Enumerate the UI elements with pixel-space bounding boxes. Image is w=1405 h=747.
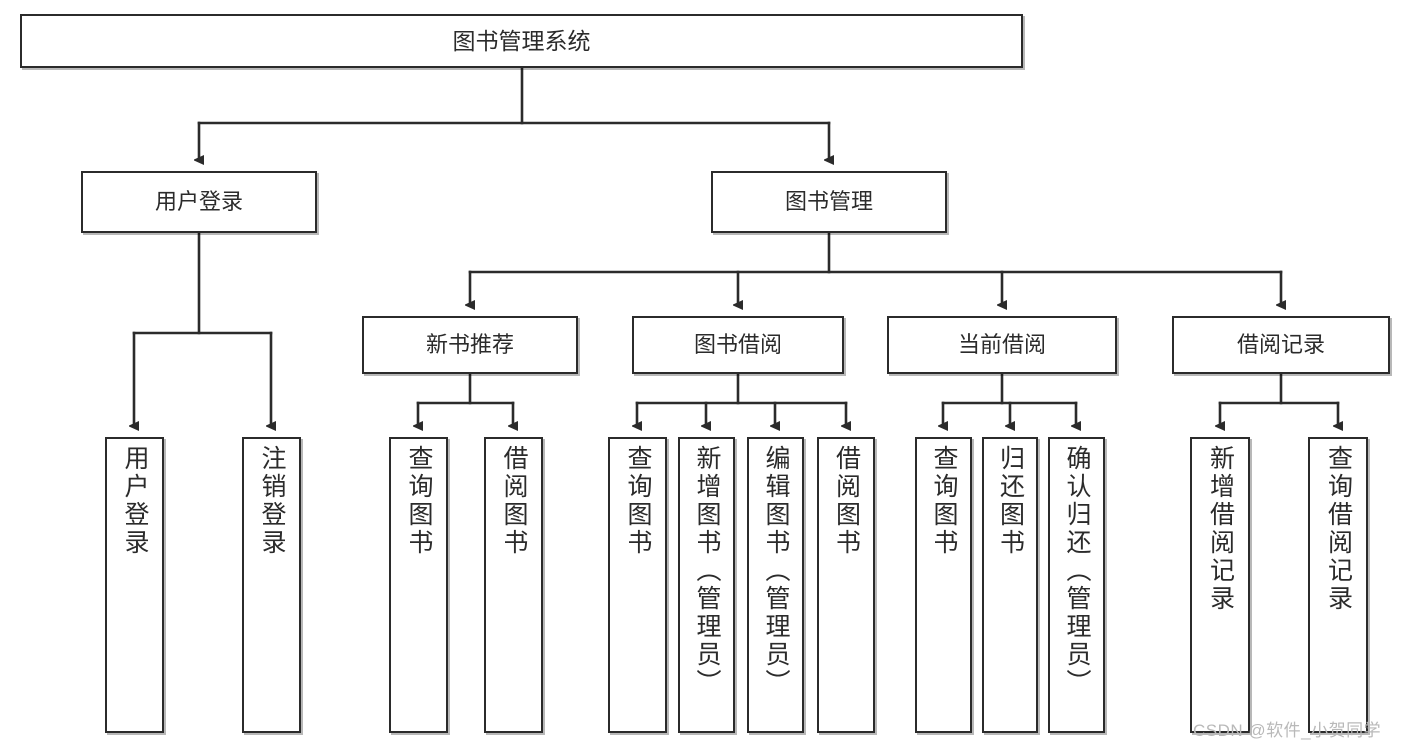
- leaf-logout-label: 注销登录: [258, 445, 286, 557]
- leaf-query-book-2[interactable]: 查询图书: [608, 437, 667, 733]
- node-new-book-recommend[interactable]: 新书推荐: [362, 316, 578, 374]
- leaf-return-book-label: 归还图书: [996, 445, 1025, 557]
- csdn-watermark: CSDN @软件_小贺同学: [1193, 721, 1382, 740]
- leaf-query-record[interactable]: 查询借阅记录: [1308, 437, 1368, 733]
- node-current-borrow-label: 当前借阅: [957, 332, 1046, 357]
- leaf-query-book-1[interactable]: 查询图书: [389, 437, 448, 733]
- node-book-manage-label: 图书管理: [784, 189, 873, 214]
- leaf-add-record-label: 新增借阅记录: [1206, 445, 1235, 613]
- leaf-add-book[interactable]: 新增图书（管理员）: [678, 437, 735, 733]
- node-book-borrow-label: 图书借阅: [693, 332, 782, 357]
- leaf-confirm-return[interactable]: 确认归还（管理员）: [1048, 437, 1105, 733]
- leaf-confirm-return-label: 确认归还（管理员）: [1063, 445, 1091, 697]
- leaf-borrow-book-2[interactable]: 借阅图书: [817, 437, 875, 733]
- node-new-book-recommend-label: 新书推荐: [425, 332, 514, 357]
- leaf-logout[interactable]: 注销登录: [242, 437, 301, 733]
- leaf-query-book-3[interactable]: 查询图书: [915, 437, 972, 733]
- leaf-return-book[interactable]: 归还图书: [982, 437, 1038, 733]
- leaf-query-book-3-label: 查询图书: [930, 445, 958, 557]
- node-book-manage[interactable]: 图书管理: [711, 171, 947, 233]
- node-borrow-record[interactable]: 借阅记录: [1172, 316, 1390, 374]
- leaf-query-record-label: 查询借阅记录: [1324, 445, 1353, 613]
- node-user-login[interactable]: 用户登录: [81, 171, 317, 233]
- node-user-login-label: 用户登录: [154, 189, 243, 214]
- leaf-query-book-2-label: 查询图书: [624, 445, 652, 557]
- leaf-edit-book-label: 编辑图书（管理员）: [762, 445, 790, 697]
- leaf-add-book-label: 新增图书（管理员）: [693, 445, 721, 697]
- leaf-add-record[interactable]: 新增借阅记录: [1190, 437, 1250, 733]
- leaf-user-login-label: 用户登录: [121, 445, 149, 557]
- leaf-borrow-book-2-label: 借阅图书: [832, 445, 861, 557]
- node-current-borrow[interactable]: 当前借阅: [887, 316, 1117, 374]
- leaf-borrow-book-1-label: 借阅图书: [500, 445, 528, 557]
- leaf-borrow-book-1[interactable]: 借阅图书: [484, 437, 543, 733]
- leaf-user-login[interactable]: 用户登录: [105, 437, 164, 733]
- leaf-edit-book[interactable]: 编辑图书（管理员）: [747, 437, 804, 733]
- node-root[interactable]: 图书管理系统: [20, 14, 1023, 68]
- node-book-borrow[interactable]: 图书借阅: [632, 316, 844, 374]
- node-root-label: 图书管理系统: [452, 27, 591, 54]
- leaf-query-book-1-label: 查询图书: [405, 445, 433, 557]
- node-borrow-record-label: 借阅记录: [1236, 332, 1325, 357]
